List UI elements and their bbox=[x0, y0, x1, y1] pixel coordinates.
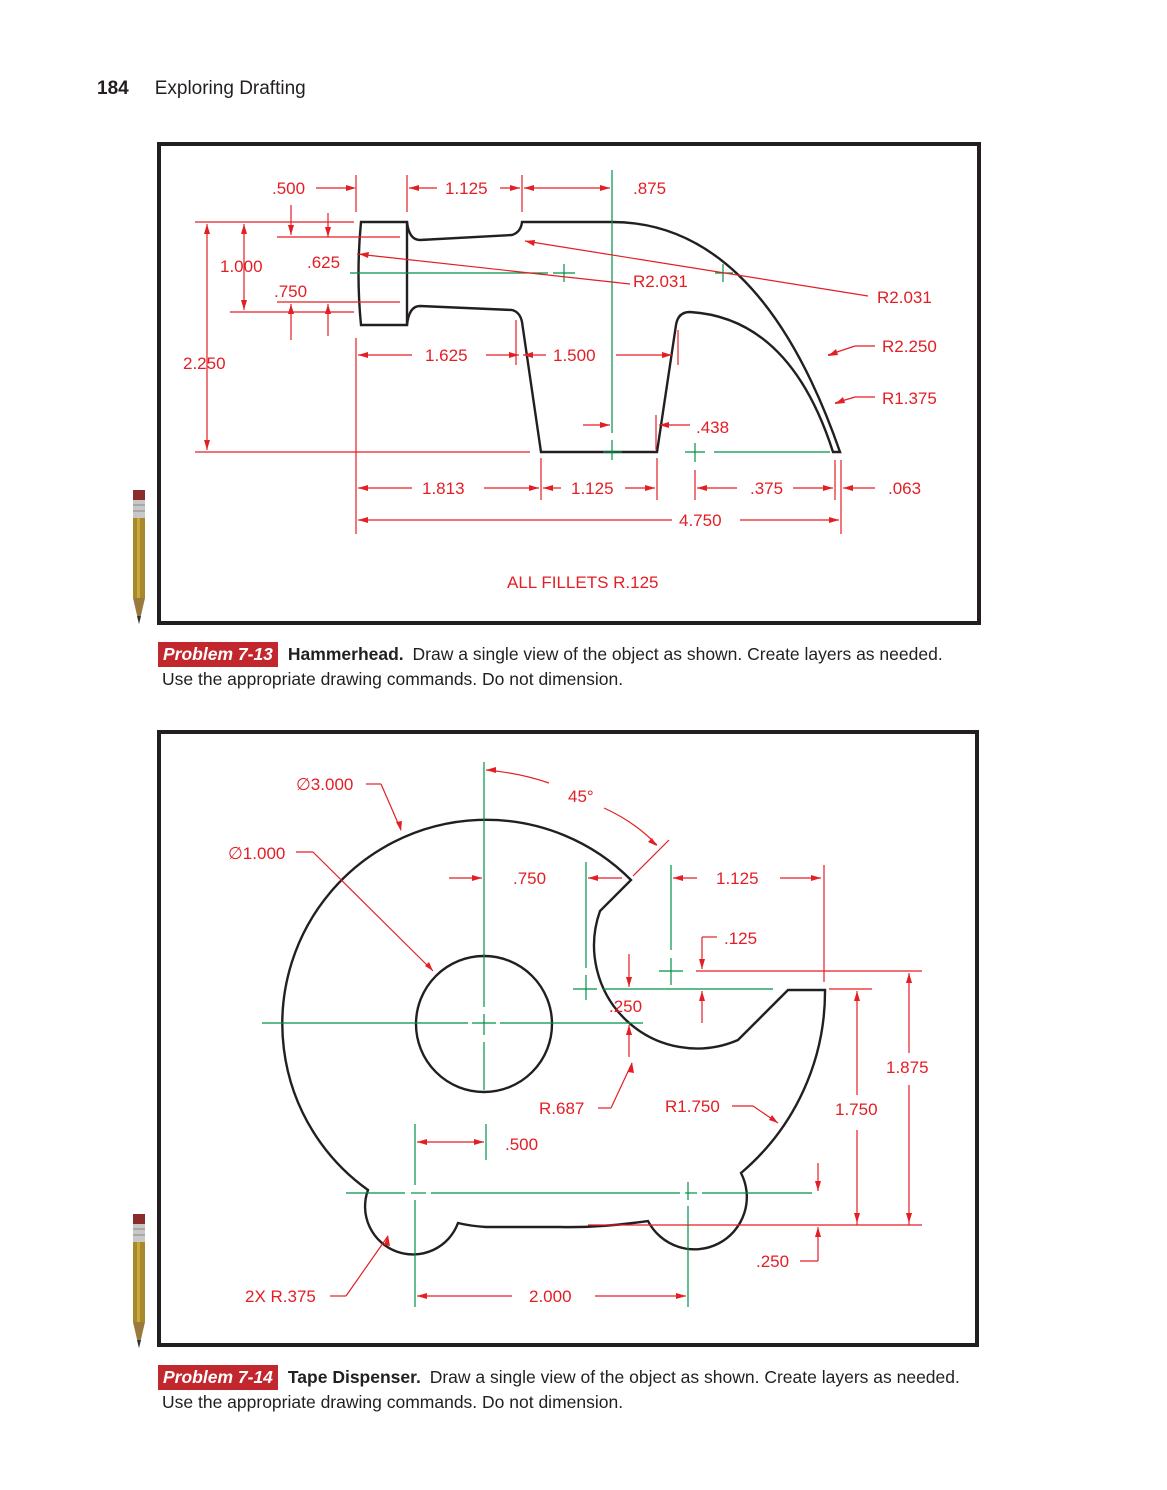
tape-dispenser-arrowheads bbox=[384, 767, 912, 1299]
svg-text:.875: .875 bbox=[633, 179, 666, 198]
svg-text:1.875: 1.875 bbox=[886, 1058, 929, 1077]
svg-text:R1.750: R1.750 bbox=[665, 1097, 720, 1116]
svg-text:2.250: 2.250 bbox=[183, 354, 226, 373]
hammerhead-drawing: .500 1.125 .875 1.000 .625 .750 2.250 R2… bbox=[157, 142, 981, 625]
svg-text:.250: .250 bbox=[756, 1252, 789, 1271]
tape-dispenser-dimension-lines bbox=[296, 769, 922, 1297]
book-title: Exploring Drafting bbox=[154, 78, 306, 99]
svg-text:.500: .500 bbox=[272, 179, 305, 198]
svg-text:1.125: 1.125 bbox=[716, 869, 759, 888]
svg-text:.500: .500 bbox=[505, 1135, 538, 1154]
caption-problem-7-13: Problem 7-13 Hammerhead. Draw a single vi… bbox=[158, 642, 943, 692]
pencil-icon bbox=[133, 1214, 145, 1348]
svg-text:.625: .625 bbox=[307, 253, 340, 272]
caption-line1: Draw a single view of the object as show… bbox=[412, 644, 943, 664]
svg-text:45°: 45° bbox=[568, 787, 594, 806]
caption-line2: Use the appropriate drawing commands. Do… bbox=[162, 669, 624, 689]
svg-text:.375: .375 bbox=[750, 479, 783, 498]
problem-badge: Problem 7-13 bbox=[158, 642, 278, 667]
caption-line2: Use the appropriate drawing commands. Do… bbox=[162, 1392, 624, 1412]
svg-text:.250: .250 bbox=[609, 997, 642, 1016]
tape-dispenser-centerlines bbox=[262, 762, 812, 1307]
svg-text:.438: .438 bbox=[696, 418, 729, 437]
svg-text:.750: .750 bbox=[274, 282, 307, 301]
svg-text:1.625: 1.625 bbox=[425, 346, 468, 365]
svg-text:R2.250: R2.250 bbox=[882, 337, 937, 356]
hammerhead-arrowheads bbox=[204, 185, 853, 523]
svg-text:4.750: 4.750 bbox=[679, 511, 722, 530]
svg-text:1.813: 1.813 bbox=[422, 479, 465, 498]
svg-text:.750: .750 bbox=[513, 869, 546, 888]
tape-dispenser-dimension-text: ∅3.000 45° ∅1.000 .750 1.125 .125 .250 1… bbox=[228, 775, 929, 1306]
page-number: 184 bbox=[97, 78, 129, 99]
hammerhead-centerlines bbox=[350, 170, 830, 462]
caption-title: Tape Dispenser. bbox=[287, 1367, 421, 1387]
hammerhead-object-lines bbox=[357, 220, 842, 454]
svg-text:R2.031: R2.031 bbox=[633, 272, 688, 291]
caption-problem-7-14: Problem 7-14 Tape Dispenser. Draw a singl… bbox=[158, 1365, 960, 1415]
svg-text:R.687: R.687 bbox=[539, 1099, 584, 1118]
page-header: 184 Exploring Drafting bbox=[97, 78, 306, 100]
caption-line1: Draw a single view of the object as show… bbox=[429, 1367, 960, 1387]
svg-text:R2.031: R2.031 bbox=[877, 288, 932, 307]
pencil-icon bbox=[133, 490, 145, 624]
svg-text:1.000: 1.000 bbox=[220, 257, 263, 276]
svg-text:.063: .063 bbox=[888, 479, 921, 498]
svg-text:∅1.000: ∅1.000 bbox=[228, 844, 285, 863]
svg-text:1.750: 1.750 bbox=[835, 1100, 878, 1119]
fillets-note: ALL FILLETS R.125 bbox=[507, 573, 659, 592]
svg-text:2.000: 2.000 bbox=[529, 1287, 572, 1306]
caption-title: Hammerhead. bbox=[287, 644, 404, 664]
svg-text:.125: .125 bbox=[724, 929, 757, 948]
svg-text:∅3.000: ∅3.000 bbox=[296, 775, 353, 794]
hammerhead-dimension-text: .500 1.125 .875 1.000 .625 .750 2.250 R2… bbox=[183, 179, 937, 592]
svg-text:R1.375: R1.375 bbox=[882, 389, 937, 408]
svg-text:1.125: 1.125 bbox=[445, 179, 488, 198]
svg-text:1.125: 1.125 bbox=[571, 479, 614, 498]
tape-dispenser-drawing: ∅3.000 45° ∅1.000 .750 1.125 .125 .250 1… bbox=[157, 730, 979, 1347]
svg-text:1.500: 1.500 bbox=[553, 346, 596, 365]
svg-text:2X R.375: 2X R.375 bbox=[245, 1287, 316, 1306]
problem-badge: Problem 7-14 bbox=[158, 1365, 278, 1390]
